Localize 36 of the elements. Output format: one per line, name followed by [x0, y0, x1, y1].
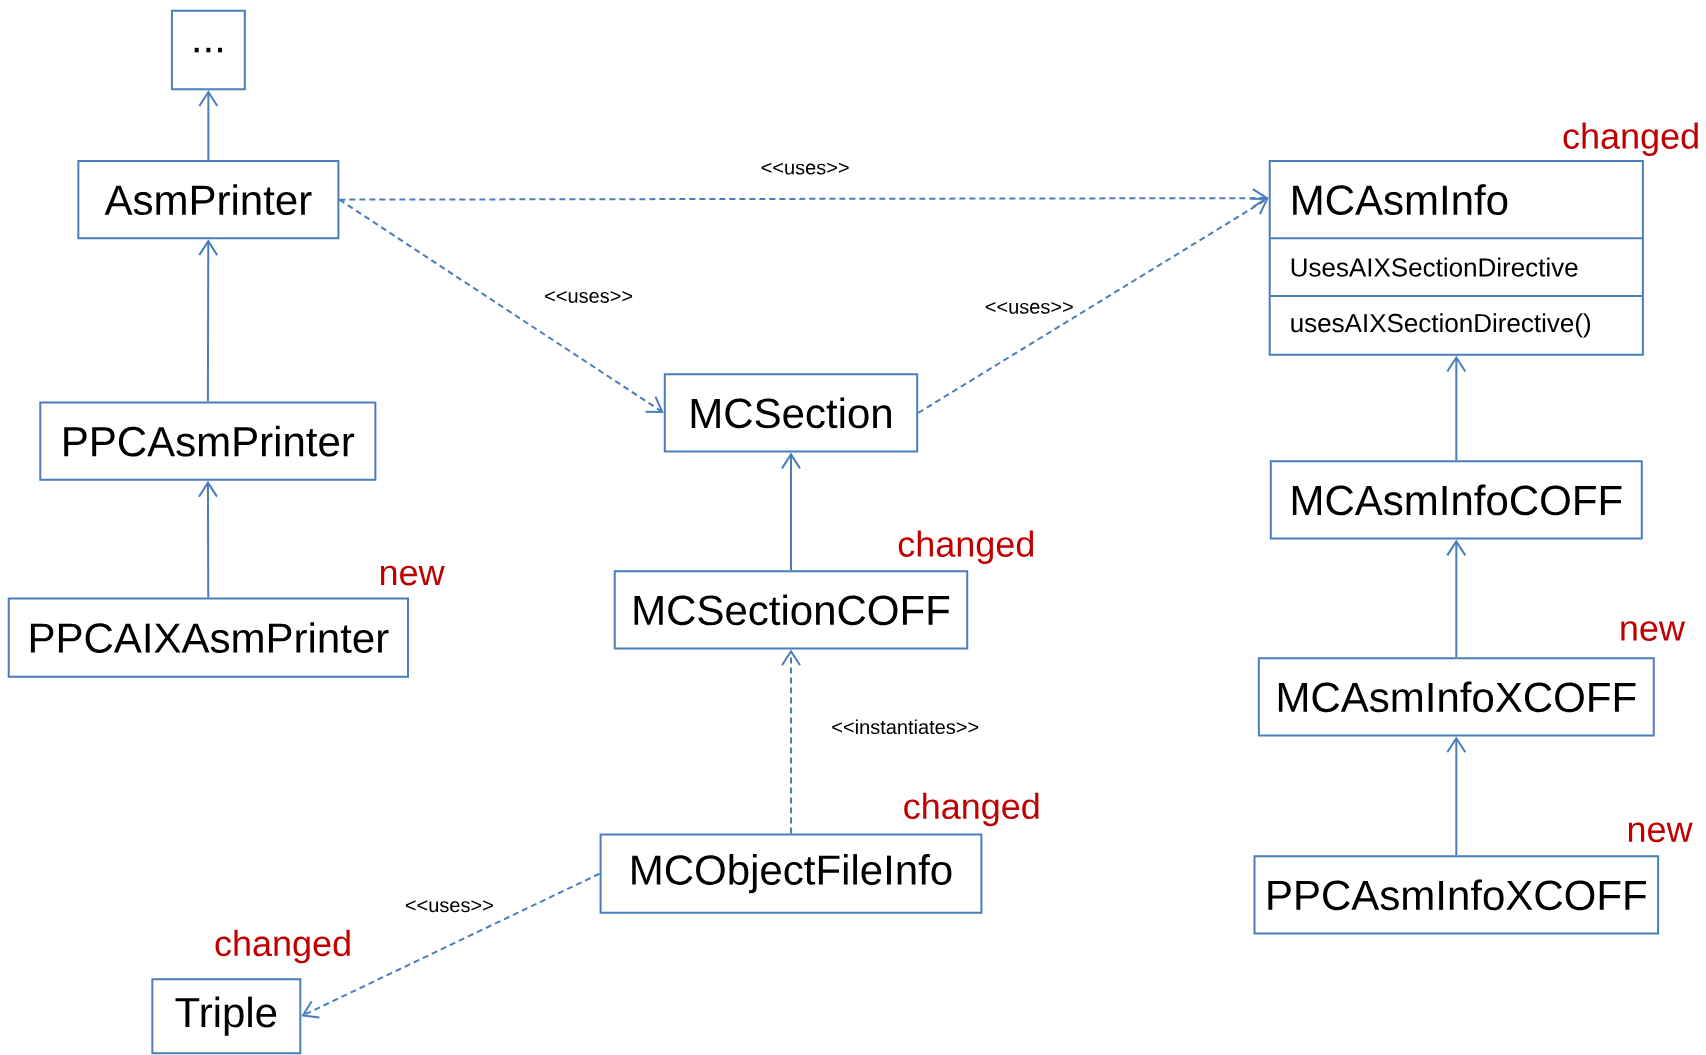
- status-label: new: [1628, 822, 1693, 842]
- status-label: new: [1621, 621, 1685, 641]
- dependency-arrow: [781, 649, 801, 835]
- inheritance-arrow: [198, 90, 219, 161]
- class-box: MCAsmInfo UsesAIXSectionDirective usesAIXSectionDirective(): [1268, 159, 1644, 356]
- status-label: changed: [898, 530, 1034, 564]
- inheritance-arrow: [1446, 736, 1467, 857]
- class-box: PPCAsmPrinter: [39, 401, 377, 481]
- class-box: MCSectionCOFF: [613, 570, 969, 650]
- status-label: new: [380, 565, 445, 586]
- dependency-arrow: [917, 197, 1269, 414]
- edge-label: <<uses>>: [402, 898, 496, 915]
- class-box: MCSection: [663, 373, 919, 453]
- class-box: MCAsmInfoCOFF: [1269, 460, 1643, 540]
- class-box: ...: [170, 9, 246, 91]
- inheritance-arrow: [1446, 539, 1467, 659]
- dependency-arrow: [338, 198, 664, 413]
- dependency-arrow: [301, 872, 601, 1019]
- class-box: AsmPrinter: [77, 159, 340, 240]
- inheritance-arrow: [198, 239, 219, 403]
- inheritance-arrow: [781, 452, 801, 572]
- edge-label: <<uses>>: [982, 299, 1076, 316]
- status-label: changed: [215, 929, 350, 964]
- status-label: changed: [904, 792, 1039, 827]
- edge-label: <<uses>>: [758, 160, 852, 177]
- status-label: changed: [1563, 122, 1698, 156]
- dependency-arrow: [338, 187, 1269, 208]
- class-box: PPCAIXAsmPrinter: [7, 597, 409, 678]
- inheritance-arrow: [1446, 355, 1467, 462]
- class-box: PPCAsmInfoXCOFF: [1253, 855, 1660, 935]
- edge-label: <<instantiates>>: [829, 717, 982, 736]
- class-box: MCObjectFileInfo: [599, 833, 983, 914]
- edge-label: <<uses>>: [542, 288, 636, 305]
- class-box: MCAsmInfoXCOFF: [1257, 657, 1655, 737]
- class-box: Triple: [151, 978, 302, 1054]
- inheritance-arrow: [197, 480, 218, 599]
